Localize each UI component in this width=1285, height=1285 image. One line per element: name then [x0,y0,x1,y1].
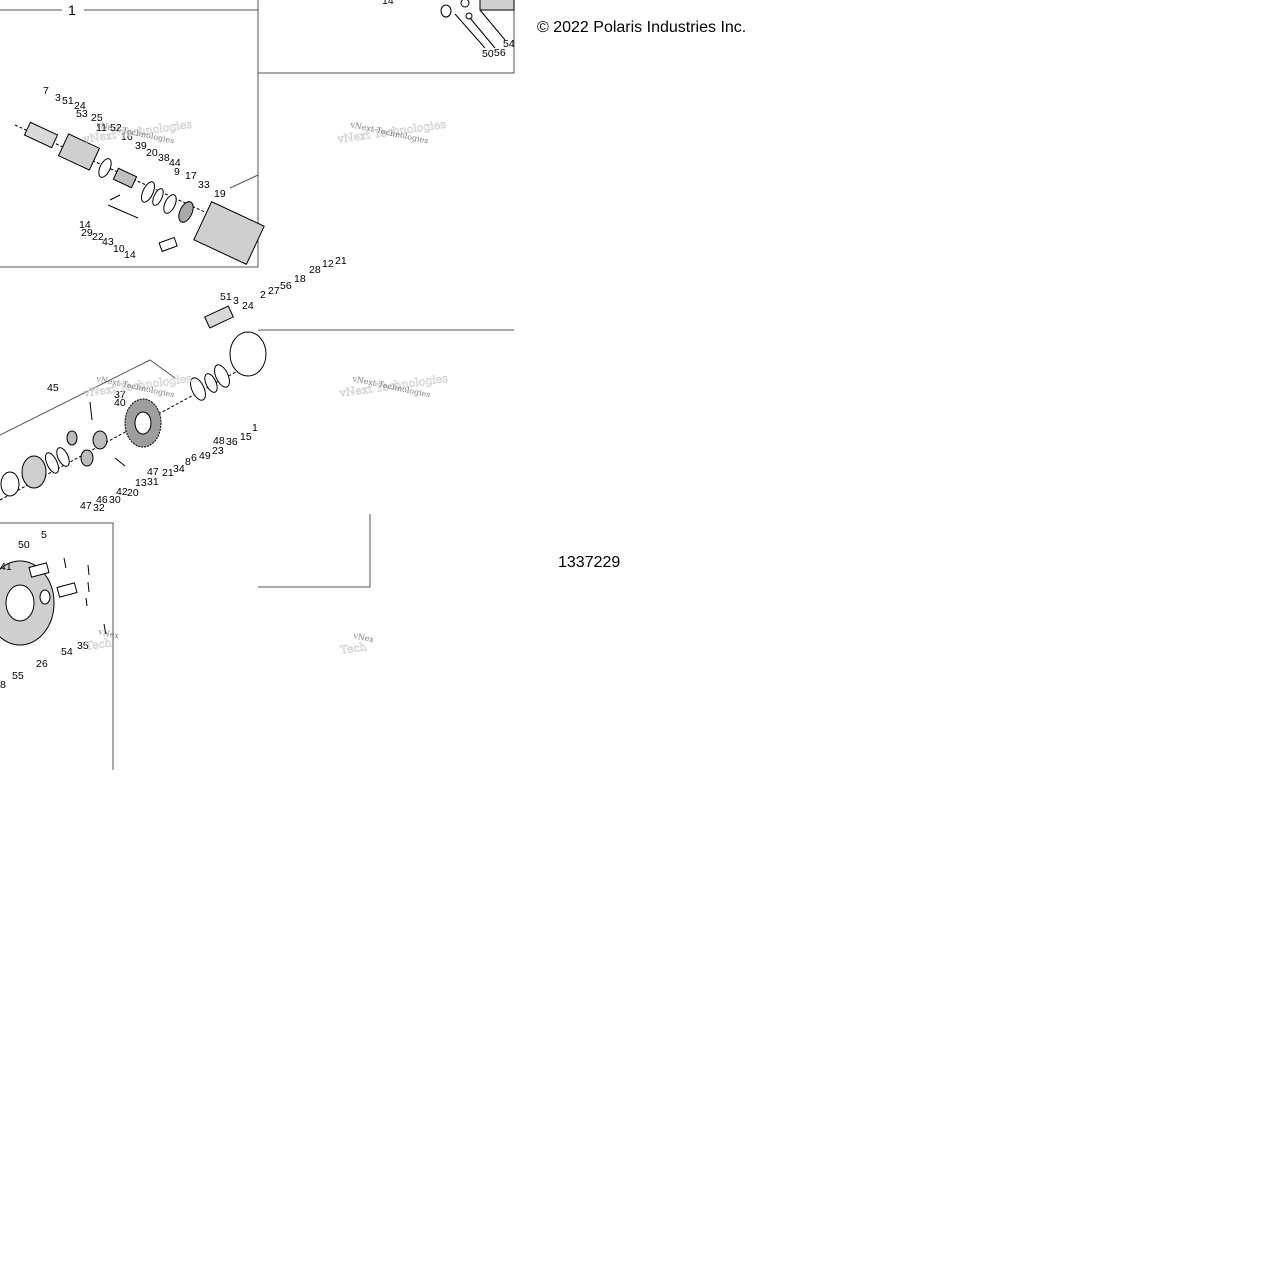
callout-41: 41 [0,561,12,573]
callout-47: 47 [147,466,159,478]
callout-21: 21 [335,255,347,267]
copyright-notice: © 2022 Polaris Industries Inc. [537,19,747,36]
callout-24: 24 [74,100,86,112]
callout-13: 13 [135,477,147,489]
callout-23: 23 [212,445,224,457]
callout-35: 35 [77,640,89,652]
frame-bottom-mid [258,514,371,588]
callout-34: 34 [173,463,185,475]
callout-14: 14 [124,249,136,261]
watermark-ghost: Tech [85,636,113,653]
callout-5: 5 [41,529,47,541]
callout-56: 56 [494,47,506,59]
callout-7: 7 [43,85,49,97]
callout-3: 3 [233,295,239,307]
callout-44: 44 [169,157,181,169]
callout-31: 31 [147,476,159,488]
callout-24: 24 [242,300,254,312]
callout-38: 38 [158,152,170,164]
frame-top-right [257,0,515,74]
diagram-frames [0,0,515,770]
callout-55: 55 [12,670,24,682]
callout-54: 54 [503,38,515,50]
callout-29: 29 [81,227,93,239]
callout-33: 33 [198,179,210,191]
cover-assembly [0,557,107,646]
callout-40: 40 [114,397,126,409]
callout-17: 17 [185,170,197,182]
callout-52: 52 [110,122,122,134]
callout-48: 48 [213,435,225,447]
callout-8: 8 [0,679,6,691]
callout-1: 1 [252,422,258,434]
callout-16: 16 [121,131,133,143]
callout-28: 28 [309,264,321,276]
callout-8: 8 [185,456,191,468]
callout-45: 45 [47,382,59,394]
callout-37: 37 [114,389,126,401]
callout-47: 47 [80,500,92,512]
callout-50: 50 [18,539,30,551]
callout-9: 9 [174,166,180,178]
callout-51: 51 [62,95,74,107]
callout-27: 27 [268,285,280,297]
callout-51: 51 [220,291,232,303]
callout-25: 25 [91,112,103,124]
callout-6: 6 [191,452,197,464]
watermark-ghost: Tech [340,640,368,657]
callout-50: 50 [482,48,494,60]
frame-label: 1 [68,2,76,18]
frame-diagonal-2 [0,359,176,436]
callout-20: 20 [146,147,158,159]
frame-bottom-left [0,522,114,770]
frame-top-left [0,9,259,268]
upper-shaft-assembly [14,121,265,265]
callout-26: 26 [36,658,48,670]
callout-46: 46 [96,494,108,506]
callout-12: 12 [322,258,334,270]
callout-14: 14 [79,219,91,231]
callout-15: 15 [240,431,252,443]
callout-42: 42 [116,486,128,498]
callout-18: 18 [294,273,306,285]
callout-2: 2 [260,289,266,301]
callout-53: 53 [76,108,88,120]
callout-3: 3 [55,92,61,104]
callout-36: 36 [226,436,238,448]
callout-10: 10 [113,243,125,255]
figure-number: 1337229 [558,554,621,571]
callout-43: 43 [102,236,114,248]
callout-20: 20 [127,487,139,499]
callout-30: 30 [109,494,121,506]
upper-right-assembly [440,0,515,49]
callout-21: 21 [162,467,174,479]
callout-54: 54 [61,646,73,658]
frame-diagonal [229,174,259,189]
callout-39: 39 [135,140,147,152]
differential-assembly [0,305,267,501]
callout-19: 19 [214,188,226,200]
callout-49: 49 [199,450,211,462]
callout-11: 11 [96,122,107,134]
callout-56: 56 [280,280,292,292]
callout-14: 14 [382,0,394,7]
callout-32: 32 [93,502,105,514]
callout-22: 22 [92,231,104,243]
